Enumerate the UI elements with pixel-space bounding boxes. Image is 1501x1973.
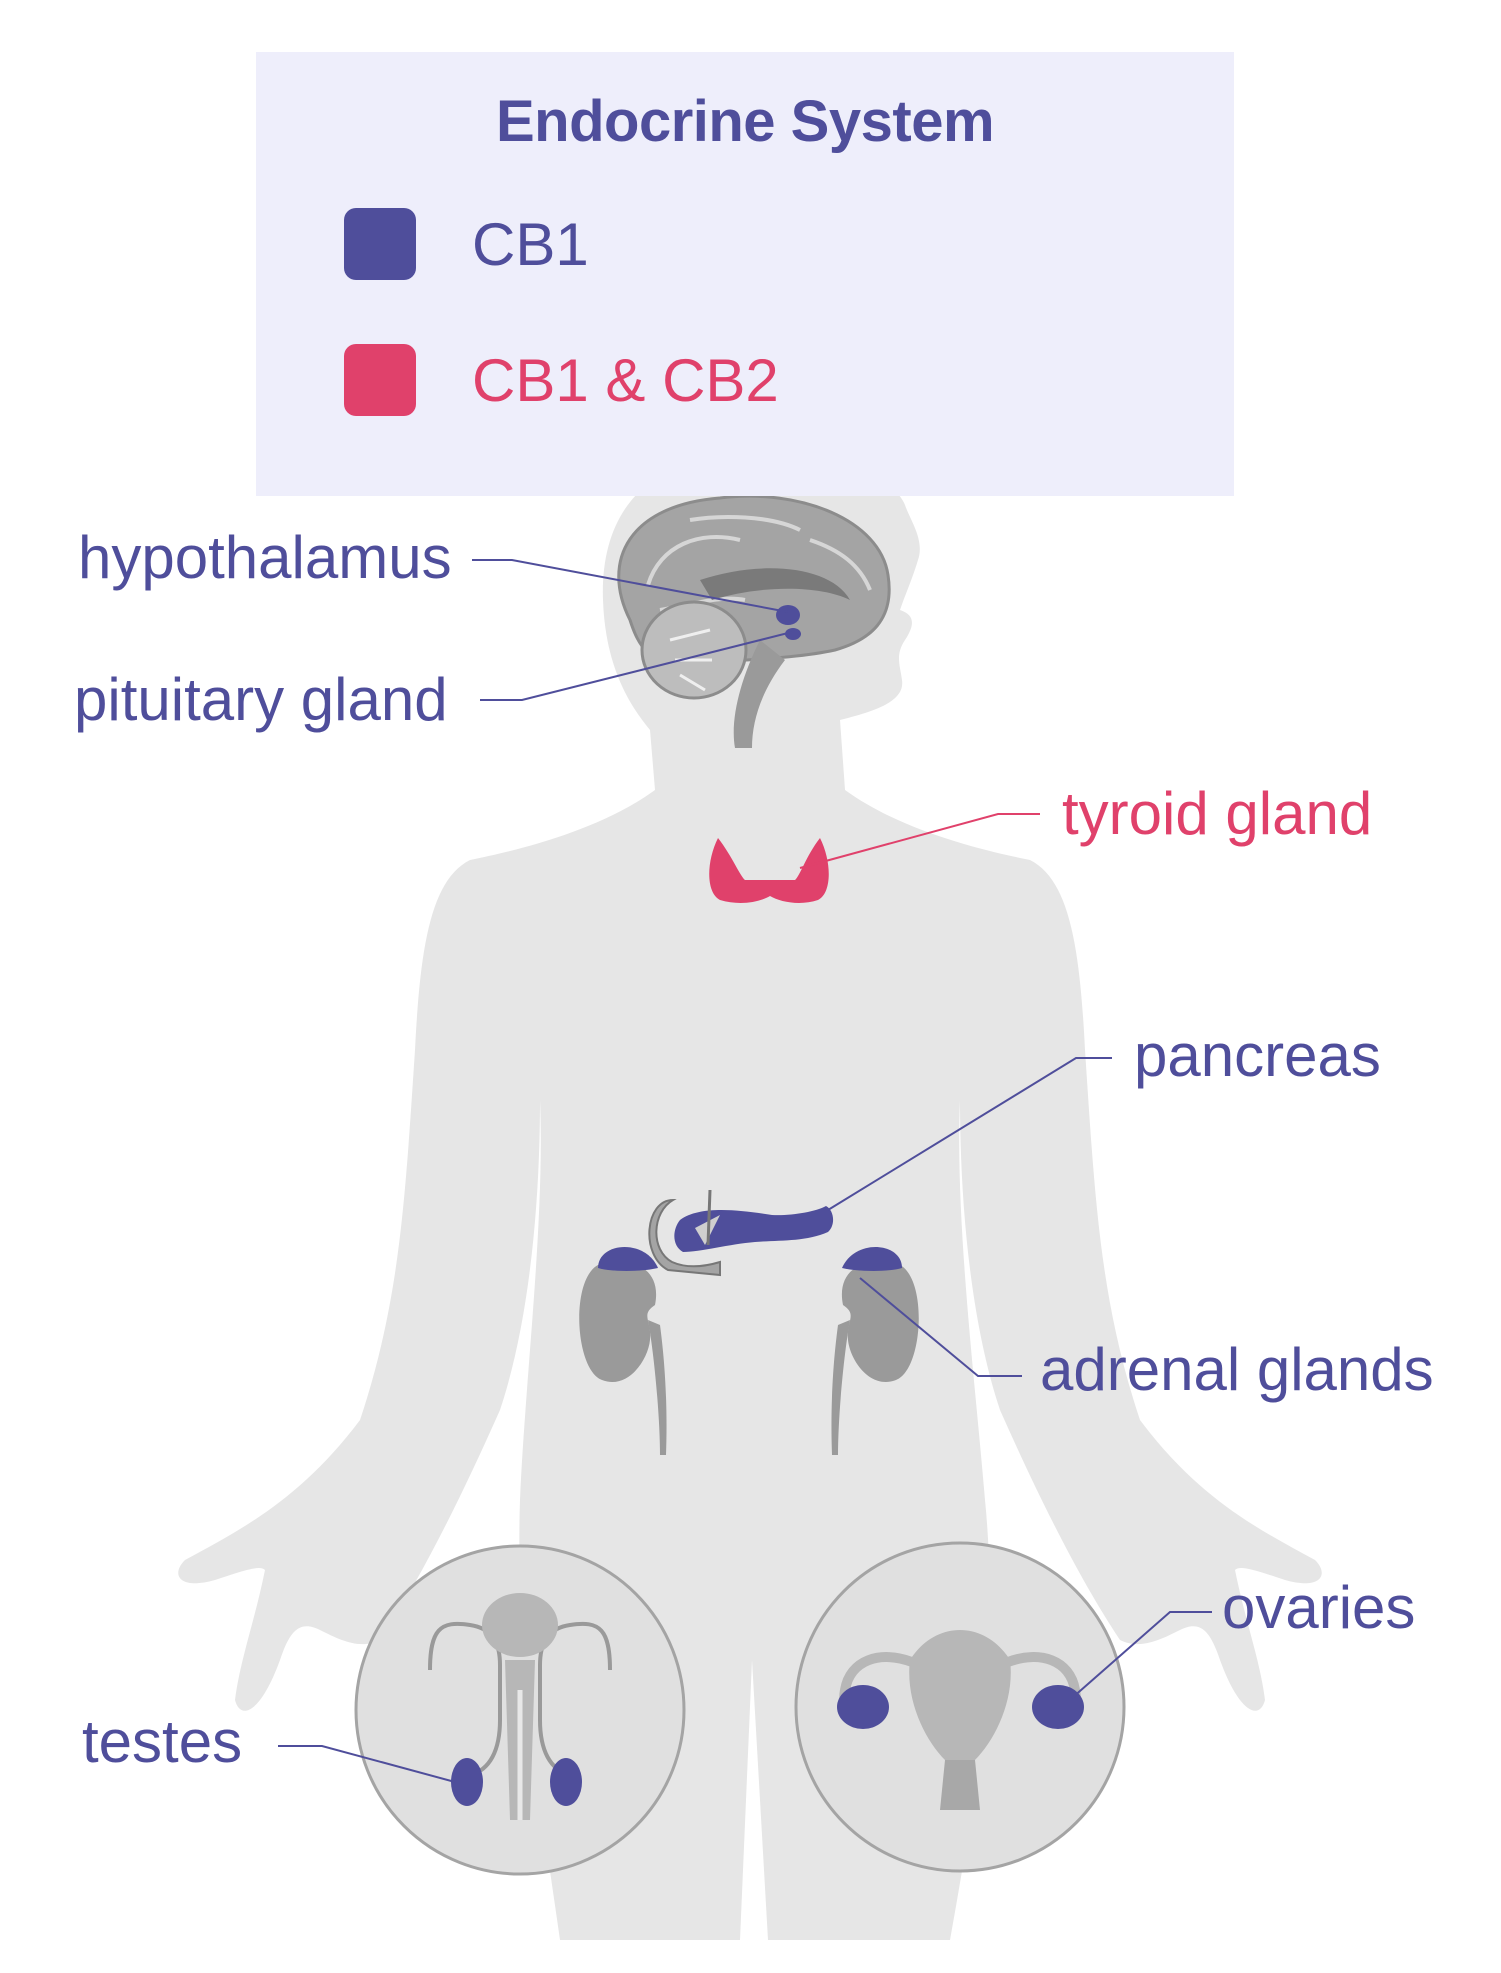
pituitary-marker (785, 628, 801, 640)
label-adrenal-glands: adrenal glands (1040, 1336, 1434, 1403)
thyroid-leader (799, 813, 1040, 869)
label-hypothalamus: hypothalamus (78, 524, 452, 591)
adrenal-leader (859, 1277, 1022, 1377)
female-reproductive-inset (794, 1541, 1126, 1873)
adrenal-left-marker (598, 1246, 658, 1271)
label-pituitary-gland: pituitary gland (74, 666, 448, 733)
testes-leader (278, 1745, 456, 1783)
brain (617, 494, 891, 748)
hypothalamus-leader (472, 559, 789, 613)
label-testes: testes (82, 1708, 243, 1775)
hypothalamus-marker (776, 605, 800, 625)
leader-lines (278, 559, 1212, 1783)
legend-swatch-cb1 (344, 208, 416, 280)
body-silhouette (178, 457, 1322, 1940)
testis-right-marker (550, 1758, 582, 1806)
label-ovaries: ovaries (1222, 1574, 1416, 1641)
legend-item-cb1: CB1 (344, 208, 589, 280)
ovary-left-marker (837, 1685, 889, 1729)
pancreas (648, 1189, 834, 1277)
ovary-right-marker (1032, 1685, 1084, 1729)
legend-label-cb1: CB1 (472, 210, 589, 278)
pancreas-leader (827, 1057, 1112, 1211)
adrenal-right-marker (842, 1246, 902, 1271)
legend-panel (256, 52, 1234, 496)
legend-swatch-cb1-cb2 (344, 344, 416, 416)
pituitary-leader (480, 631, 793, 701)
ovaries-leader (1071, 1611, 1212, 1699)
male-reproductive-inset (354, 1544, 686, 1876)
testis-left-marker (451, 1758, 483, 1806)
kidneys (579, 1261, 919, 1455)
legend-title: Endocrine System (495, 89, 995, 154)
thyroid-gland (709, 838, 829, 903)
legend-item-cb1-cb2: CB1 & CB2 (344, 344, 779, 416)
label-thyroid-gland: tyroid gland (1062, 780, 1373, 847)
legend-label-cb1-cb2: CB1 & CB2 (472, 346, 779, 414)
label-pancreas: pancreas (1134, 1022, 1381, 1089)
